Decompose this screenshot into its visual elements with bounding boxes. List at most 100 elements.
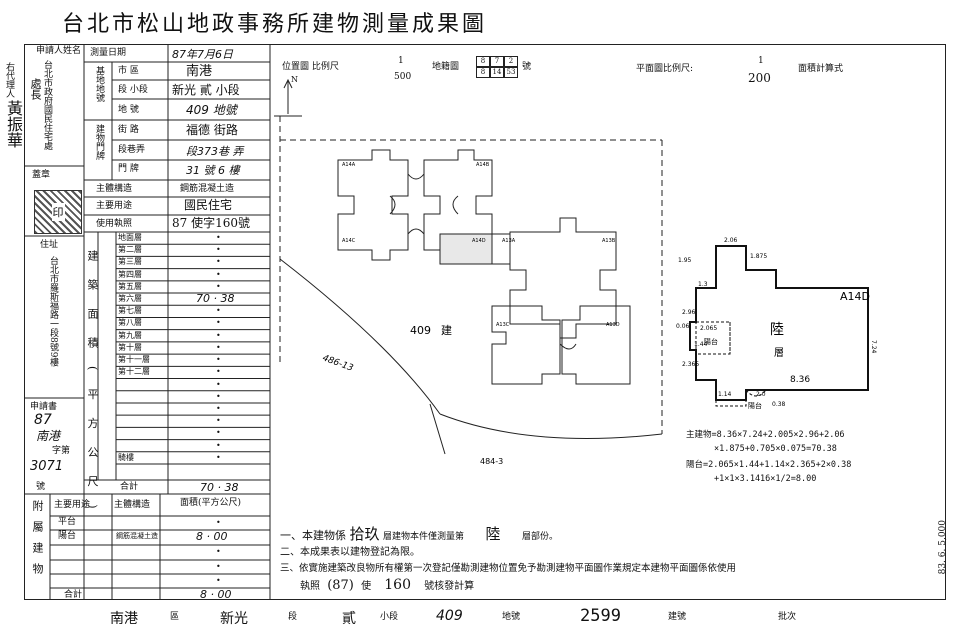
- building-door-label: 建物門牌: [94, 124, 104, 160]
- applicant-seal: 印: [34, 190, 82, 234]
- street-value: 福德 街路: [186, 123, 238, 137]
- footer-section-suffix: 段: [288, 612, 298, 622]
- sheet-cell: 8: [476, 67, 490, 78]
- area-side-label: 建築面積(平方公尺): [86, 250, 99, 527]
- permit-label: 使用執照: [96, 219, 133, 229]
- footer-subsection-suffix: 小段: [380, 612, 399, 622]
- floor-area-value: •: [216, 330, 221, 340]
- plan-unit-label: A14D: [840, 290, 870, 303]
- floor-area-value: 70 · 38: [196, 292, 235, 306]
- formula-balcony-2: +1×1×3.1416×1/2=8.00: [714, 474, 817, 484]
- lane-label: 段巷弄: [118, 145, 146, 155]
- applicant-address: 台北市羅斯福路一段8號9樓: [48, 256, 58, 367]
- north-arrowhead-icon: [283, 78, 293, 89]
- survey-date-label: 測量日期: [90, 48, 127, 58]
- footer-section: 新光: [220, 611, 248, 627]
- sheet-cell: 2: [504, 56, 518, 67]
- floor-area-value: •: [216, 452, 221, 462]
- attached-side-label: 附屬建物: [31, 500, 44, 584]
- attached-area: 8 · 00: [196, 530, 228, 543]
- floor-area-value: •: [216, 391, 221, 401]
- lot-label: 地 號: [118, 105, 139, 115]
- district-label: 市 區: [118, 66, 139, 76]
- floor-area-value: •: [216, 342, 221, 352]
- attached-use: 陽台: [58, 531, 77, 541]
- unit-label: A14A: [342, 162, 356, 168]
- footer-district-suffix: 區: [170, 612, 180, 622]
- floor-name: 第六層: [118, 294, 142, 304]
- plan-scale-num: 1: [758, 56, 764, 66]
- lot-value: 409 地號: [186, 103, 237, 117]
- attached-col-struct: 主體構造: [114, 500, 151, 510]
- district-value: 南港: [186, 64, 213, 79]
- footer-bldg-no: 2599: [580, 606, 621, 626]
- floor-name: 第十一層: [118, 355, 150, 365]
- plan-dimension: 1.44: [694, 341, 708, 348]
- plan-dimension: 1.875: [750, 253, 767, 260]
- floor-area-value: •: [216, 257, 221, 267]
- street-label: 街 路: [118, 125, 139, 135]
- base-lot-label: 基地地號: [94, 66, 104, 102]
- attached-total-value: 8 · 00: [200, 588, 232, 601]
- document-title: 台北市松山地政事務所建物測量成果圖: [62, 12, 488, 37]
- unit-label: A14B: [476, 162, 490, 168]
- location-map-label: 位置圖 比例尺: [282, 62, 339, 72]
- attached-area: •: [216, 562, 221, 571]
- application-place: 南港: [36, 429, 61, 443]
- permit-value: 87 使字160號: [172, 216, 250, 230]
- plan-dimension: 0.38: [772, 401, 786, 408]
- attached-total-label: 合計: [64, 590, 83, 600]
- floor-name: 第十層: [118, 342, 142, 352]
- unit-label: A13D: [606, 322, 620, 328]
- footer-bldg-suffix: 建號: [668, 612, 687, 622]
- attached-use: 平台: [58, 517, 77, 527]
- location-scale-den: 500: [394, 72, 412, 82]
- floor-area-value: •: [216, 306, 221, 316]
- note-3b: 執照 (87) 使 160 號核發計算: [300, 577, 475, 593]
- map-sheet-suffix: 號: [522, 62, 532, 72]
- note-2: 二、本成果表以建物登記為限。: [280, 547, 420, 558]
- total-label: 合計: [120, 482, 139, 492]
- floor-area-value: •: [216, 245, 221, 255]
- formula-balcony: 陽台=2.065×1.44+1.14×2.365+2×0.38: [686, 460, 852, 470]
- footer-batch-label: 批次: [778, 612, 797, 622]
- floor-name: 第三層: [118, 257, 142, 267]
- plan-floor-label: 陸: [770, 322, 784, 338]
- use-label: 主要用途: [96, 201, 133, 211]
- north-label: N: [291, 75, 298, 84]
- seal-label: 蓋章: [32, 170, 51, 180]
- floor-name: 騎樓: [118, 452, 134, 462]
- neighbor-lot-2: 484-3: [480, 457, 503, 466]
- attached-area: •: [216, 518, 221, 527]
- neighbor-lot-1: 486-13: [321, 353, 355, 373]
- structure-label: 主體構造: [96, 184, 133, 194]
- applicant-title: 處長: [29, 78, 42, 100]
- note-1: 一、本建物係 拾玖 層建物本件僅測量第 陸 層部份。: [280, 525, 559, 543]
- document-frame: [24, 44, 946, 600]
- plan-dimension: 0.06: [676, 323, 690, 330]
- unit-label: A13B: [602, 238, 616, 244]
- door-label: 門 牌: [118, 164, 139, 174]
- unit-label: A14C: [342, 238, 356, 244]
- plan-dimension: 1.14: [718, 391, 732, 398]
- application-hao: 號: [36, 482, 46, 492]
- total-value: 70 · 38: [200, 481, 239, 494]
- application-word: 字第: [52, 446, 71, 456]
- floor-name: 第五層: [118, 281, 142, 291]
- floor-name: 第九層: [118, 330, 142, 340]
- door-value: 31 號 6 樓: [186, 164, 240, 177]
- unit-label: A14D: [472, 238, 486, 244]
- margin-stamp: 83. 6. 5,000: [938, 520, 948, 575]
- plan-dimension: 8.36: [790, 375, 810, 385]
- sheet-cell: 14: [490, 67, 504, 78]
- attached-col-area: 面積(平方公尺): [180, 498, 242, 508]
- floor-area-value: •: [216, 379, 221, 389]
- cadastral-map-label: 地籍圖: [432, 62, 460, 72]
- address-label: 住址: [40, 240, 59, 250]
- floor-name: 第八層: [118, 318, 142, 328]
- plan-scale-den: 200: [748, 71, 771, 85]
- use-value: 國民住宅: [184, 198, 233, 212]
